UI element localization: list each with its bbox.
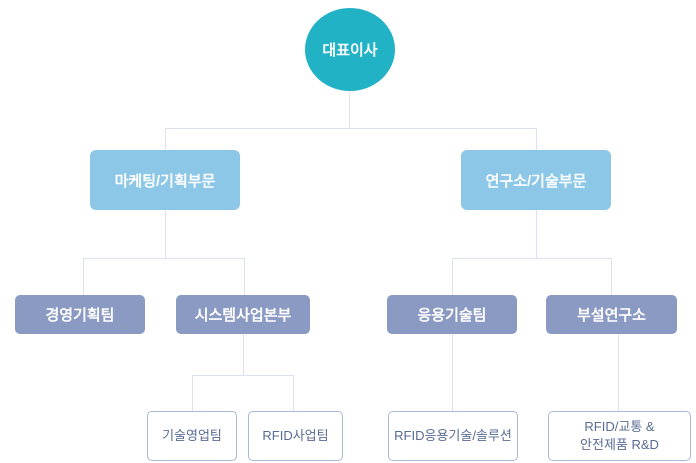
org-node-management-planning-team: 경영기획팀: [15, 295, 145, 334]
connector-system-business-stem: [243, 334, 244, 375]
connector-drop-marketing: [165, 128, 166, 150]
org-node-rfid-applied-tech-label: RFID응용기술/솔루션: [394, 428, 512, 444]
connector-left-horizontal: [83, 258, 245, 259]
org-node-rfid-business-team: RFID사업팀: [248, 411, 343, 461]
org-node-rfid-traffic-safety-rnd: RFID/교통 & 안전제품 R&D: [548, 411, 691, 461]
connector-root-stem: [349, 91, 350, 128]
connector-marketing-stem: [165, 210, 166, 258]
connector-research-stem: [536, 210, 537, 258]
org-node-rfid-applied-tech-solution: RFID응용기술/솔루션: [388, 411, 518, 461]
org-node-tech-sales-label: 기술영업팀: [162, 428, 222, 444]
org-node-tech-sales-team: 기술영업팀: [147, 411, 237, 461]
org-node-rfid-traffic-safety-label: RFID/교통 & 안전제품 R&D: [580, 419, 659, 452]
org-node-rfid-business-label: RFID사업팀: [262, 428, 329, 444]
org-node-affiliated-research-institute: 부설연구소: [546, 295, 677, 334]
org-node-management-planning-label: 경영기획팀: [45, 307, 115, 324]
org-node-research-technology-label: 연구소/기술부문: [485, 172, 587, 190]
connector-drop-research-institute: [611, 258, 612, 295]
connector-drop-management-planning: [83, 258, 84, 295]
org-node-applied-technology-team: 응용기술팀: [387, 295, 517, 334]
org-node-system-business-hq: 시스템사업본부: [176, 295, 310, 334]
connector-drop-rfid-business: [293, 375, 294, 411]
org-node-research-technology-division: 연구소/기술부문: [461, 150, 611, 210]
connector-drop-system-business: [244, 258, 245, 295]
org-node-marketing-planning-division: 마케팅/기획부문: [90, 150, 240, 210]
org-node-applied-technology-label: 응용기술팀: [417, 307, 487, 324]
connector-level1-horizontal: [165, 128, 537, 129]
org-node-marketing-planning-label: 마케팅/기획부문: [114, 172, 216, 190]
connector-drop-applied-tech: [452, 258, 453, 295]
connector-bottom-horizontal: [192, 375, 294, 376]
org-node-affiliated-research-label: 부설연구소: [576, 307, 646, 324]
org-node-ceo: 대표이사: [305, 8, 395, 91]
connector-drop-research: [536, 128, 537, 150]
connector-research-institute-to-leaf: [618, 334, 619, 411]
connector-right-horizontal: [452, 258, 612, 259]
connector-applied-tech-to-leaf: [452, 334, 453, 411]
org-node-system-business-label: 시스템사업본부: [194, 307, 292, 324]
org-node-ceo-label: 대표이사: [322, 42, 378, 59]
connector-drop-tech-sales: [192, 375, 193, 411]
